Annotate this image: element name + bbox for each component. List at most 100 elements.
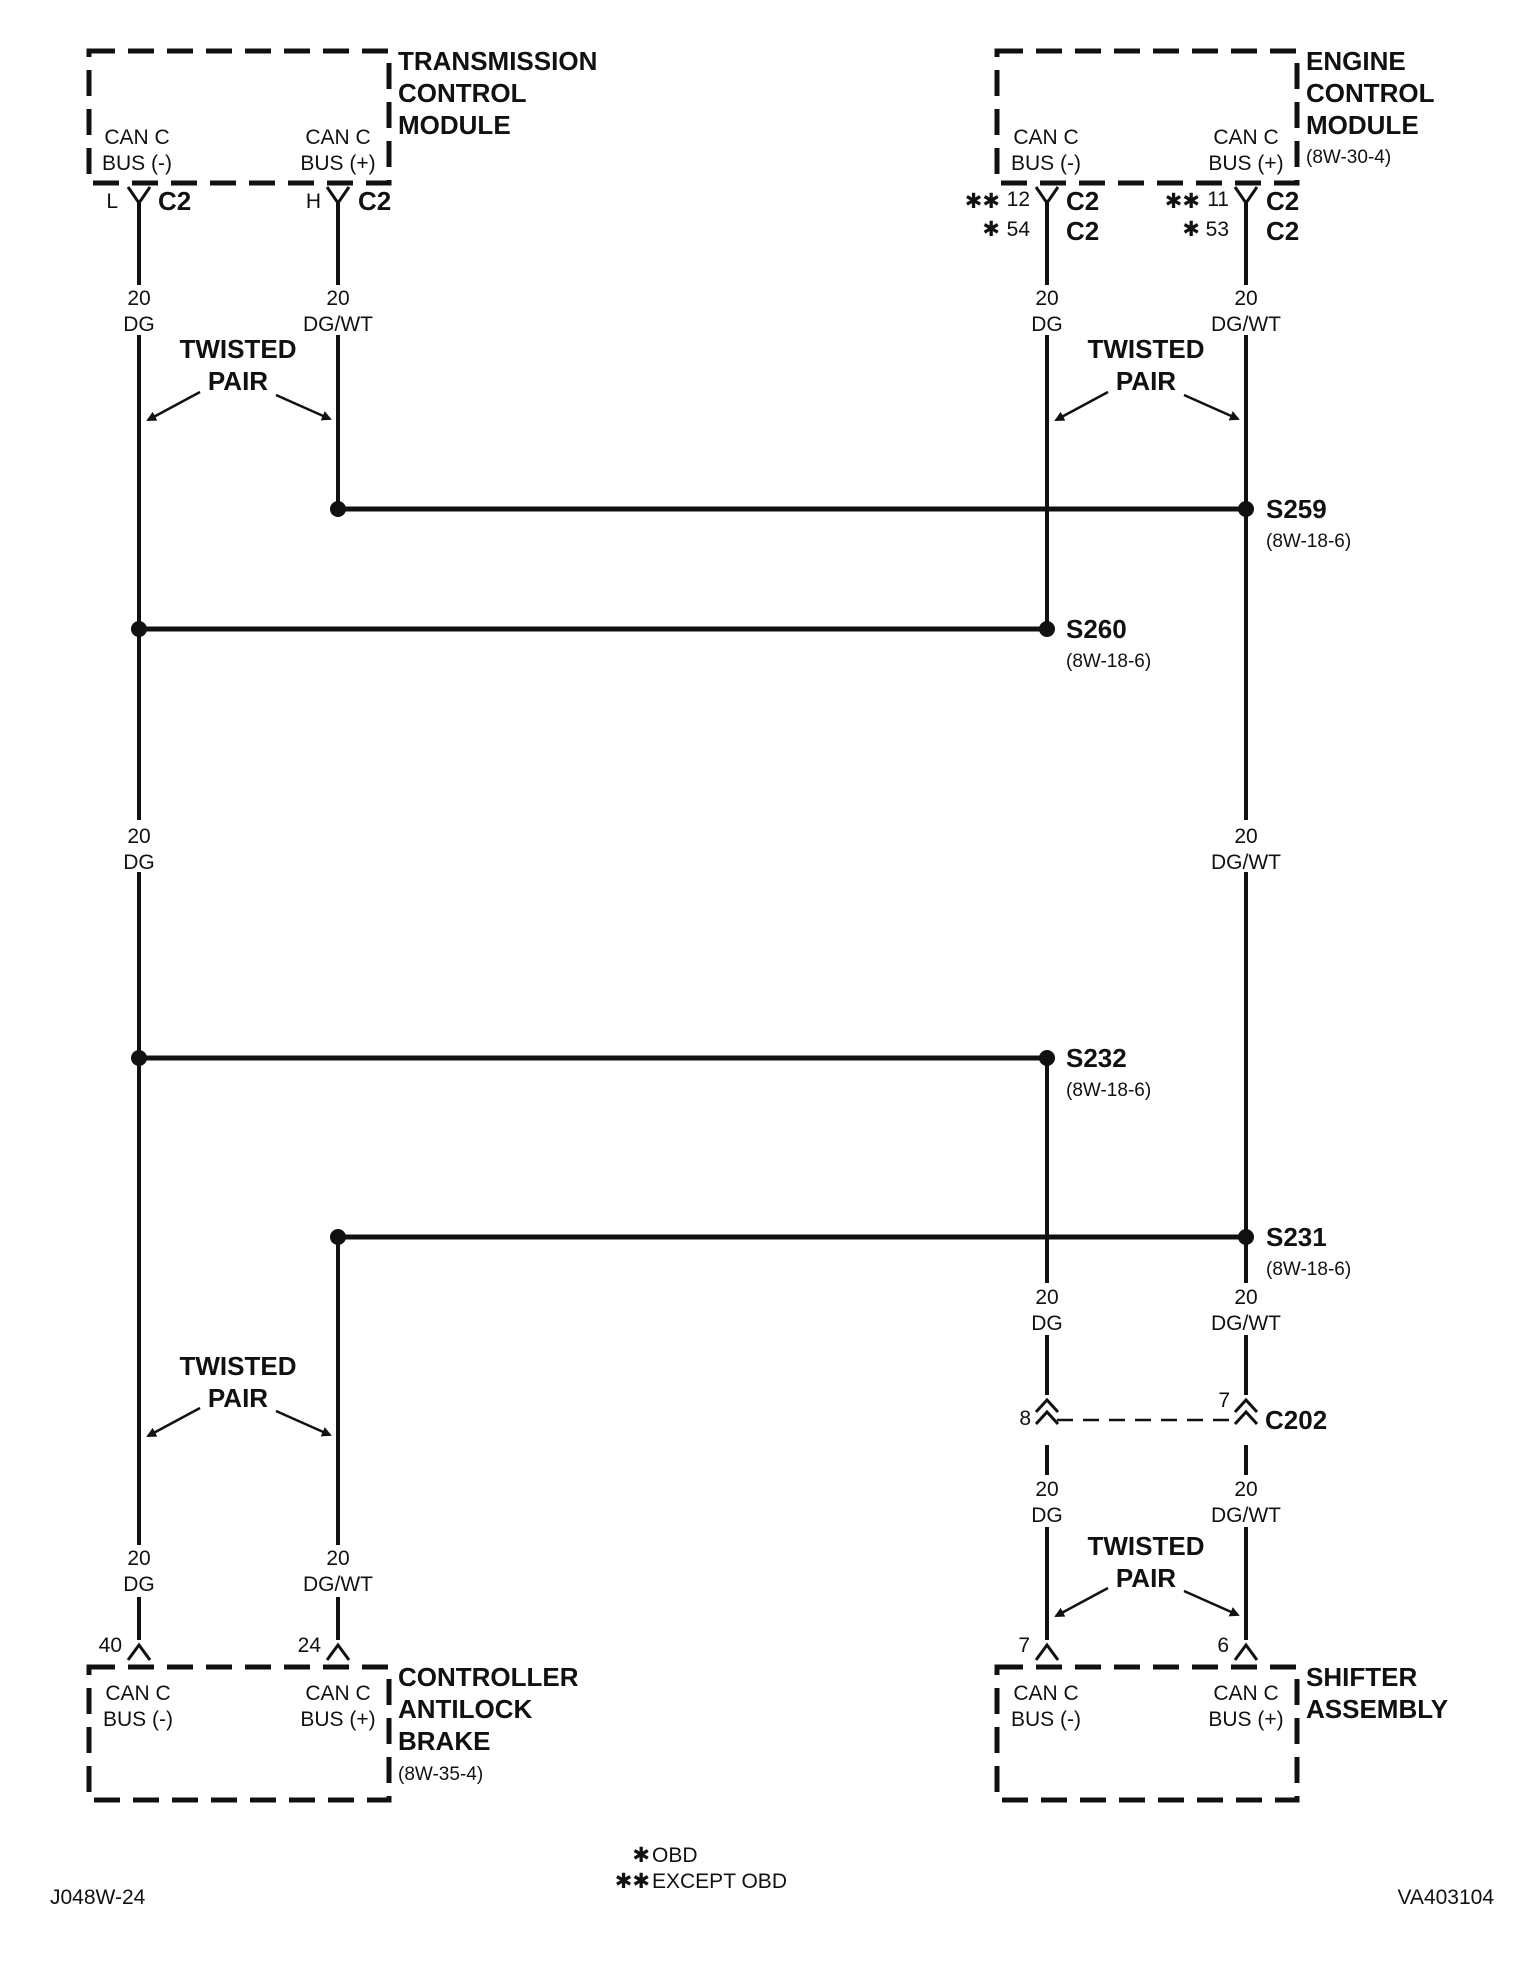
cab-box [86, 1664, 392, 1803]
svg-text:DG: DG [1031, 313, 1063, 336]
svg-text:20: 20 [1035, 1478, 1058, 1501]
ecm-right-conn-b: C2 [1266, 216, 1299, 246]
s260-label: S260 [1066, 614, 1127, 644]
svg-text:TWISTED: TWISTED [1088, 334, 1205, 364]
twisted-pair-ecm: TWISTED PAIR [1054, 334, 1240, 422]
shifter-pin-left-1: CAN C [1013, 1682, 1078, 1705]
arrow-icon [146, 1406, 201, 1438]
ecm-right-pin-b: 53 [1206, 218, 1229, 241]
legend-obd-mark: ✱ [632, 1844, 650, 1867]
tcm-name-1: TRANSMISSION [398, 46, 597, 76]
splice-dot-s259 [1238, 501, 1254, 517]
splice-dot-s232 [1039, 1050, 1055, 1066]
connector-symbol [1034, 1409, 1060, 1426]
legend-except-obd: EXCEPT OBD [652, 1870, 787, 1893]
svg-text:PAIR: PAIR [1116, 366, 1176, 396]
legend-obd: OBD [652, 1844, 698, 1867]
connector-symbol [1034, 1397, 1060, 1414]
tcm-right-connector: H C2 [306, 186, 391, 216]
svg-text:DG/WT: DG/WT [1211, 1312, 1281, 1335]
svg-text:DG: DG [123, 1573, 155, 1596]
ecm-pin-left-2: BUS (-) [1011, 152, 1081, 175]
shifter-box [994, 1664, 1300, 1803]
svg-text:DG: DG [123, 851, 155, 874]
s232-ref: (8W-18-6) [1066, 1080, 1151, 1101]
svg-text:20: 20 [1234, 825, 1257, 848]
wire-label-mid-pos: 20 DG/WT [1211, 825, 1281, 874]
shifter-name-2: ASSEMBLY [1306, 1694, 1448, 1724]
cab-name-3: BRAKE [398, 1726, 490, 1756]
shifter-pin-right-2: BUS (+) [1208, 1708, 1283, 1731]
ecm-left-conn-a: C2 [1066, 186, 1099, 216]
ecm-left-mark-a: ✱✱ [965, 190, 1000, 213]
footer-right-code: VA403104 [1397, 1886, 1494, 1909]
svg-text:20: 20 [127, 287, 150, 310]
ecm-right-mark-b: ✱ [1182, 218, 1200, 241]
ecm-ref: (8W-30-4) [1306, 147, 1391, 168]
svg-text:DG: DG [1031, 1312, 1063, 1335]
ecm-left-conn-b: C2 [1066, 216, 1099, 246]
splice-dot [131, 621, 147, 637]
svg-text:20: 20 [326, 1547, 349, 1570]
wire-label-ecm-pos: 20 DG/WT [1211, 287, 1281, 336]
svg-text:DG/WT: DG/WT [303, 1573, 373, 1596]
tcm-module: TRANSMISSION CONTROL MODULE CAN C BUS (-… [86, 46, 597, 186]
svg-text:20: 20 [1234, 1286, 1257, 1309]
legend: ✱ OBD ✱✱ EXCEPT OBD [615, 1844, 787, 1893]
connector-symbol [325, 186, 351, 206]
splice-dot-s231 [1238, 1229, 1254, 1245]
shifter-module: SHIFTER ASSEMBLY CAN C BUS (-) CAN C BUS… [994, 1662, 1448, 1803]
ecm-left-connector: ✱✱ 12 C2 ✱ 54 C2 [965, 186, 1099, 246]
cab-pin-left-1: CAN C [105, 1682, 170, 1705]
wire-label-c202-bottom-left: 20 DG [1031, 1478, 1063, 1527]
shifter-name-1: SHIFTER [1306, 1662, 1417, 1692]
c202-pin-right: 7 [1218, 1389, 1230, 1412]
ecm-name-1: ENGINE [1306, 46, 1406, 76]
wire-label-c202-bottom-right: 20 DG/WT [1211, 1478, 1281, 1527]
svg-text:20: 20 [127, 825, 150, 848]
tcm-name-2: CONTROL [398, 78, 527, 108]
ecm-name-3: MODULE [1306, 110, 1419, 140]
ecm-right-conn-a: C2 [1266, 186, 1299, 216]
wire-label-tcm-neg: 20 DG [120, 285, 160, 336]
splice-dot-s260 [1039, 621, 1055, 637]
tcm-pin-left-2: BUS (-) [102, 152, 172, 175]
wire-label-ecm-neg: 20 DG [1031, 287, 1063, 336]
ecm-pin-left-1: CAN C [1013, 126, 1078, 149]
cab-ref: (8W-35-4) [398, 1764, 483, 1785]
svg-text:PAIR: PAIR [1116, 1563, 1176, 1593]
shifter-pin-right-1: CAN C [1213, 1682, 1278, 1705]
svg-text:PAIR: PAIR [208, 366, 268, 396]
s259-ref: (8W-18-6) [1266, 531, 1351, 552]
wire-label-c202-top-right: 20 DG/WT [1211, 1286, 1281, 1335]
arrow-icon [1183, 393, 1240, 421]
cab-pin-left-2: BUS (-) [103, 1708, 173, 1731]
cab-name-2: ANTILOCK [398, 1694, 533, 1724]
ecm-pin-right-1: CAN C [1213, 126, 1278, 149]
tcm-name-3: MODULE [398, 110, 511, 140]
arrow-icon [146, 390, 201, 422]
svg-text:20: 20 [326, 287, 349, 310]
arrow-icon [1054, 390, 1109, 422]
svg-text:DG/WT: DG/WT [303, 313, 373, 336]
s232-label: S232 [1066, 1043, 1127, 1073]
ecm-name-2: CONTROL [1306, 78, 1435, 108]
c202-label: C202 [1265, 1405, 1327, 1435]
cab-left-connector: 40 [99, 1634, 152, 1661]
ecm-right-pin-a: 11 [1207, 188, 1229, 211]
svg-text:PAIR: PAIR [208, 1383, 268, 1413]
connector-symbol [1034, 186, 1060, 206]
cab-name-1: CONTROLLER [398, 1662, 579, 1692]
svg-text:20: 20 [1234, 287, 1257, 310]
ecm-right-mark-a: ✱✱ [1165, 190, 1200, 213]
cab-right-pin: 24 [298, 1634, 322, 1657]
wire-label-mid-neg: 20 DG [123, 825, 155, 874]
wire-label-tcm-pos: 20 DG/WT [303, 287, 373, 336]
ecm-left-pin-b: 54 [1007, 218, 1031, 241]
svg-text:20: 20 [1234, 1478, 1257, 1501]
arrow-icon [1183, 1589, 1240, 1617]
s260-ref: (8W-18-6) [1066, 651, 1151, 672]
tcm-right-pin: H [306, 190, 321, 213]
splice-dot [330, 1229, 346, 1245]
twisted-pair-tcm: TWISTED PAIR [146, 334, 332, 422]
